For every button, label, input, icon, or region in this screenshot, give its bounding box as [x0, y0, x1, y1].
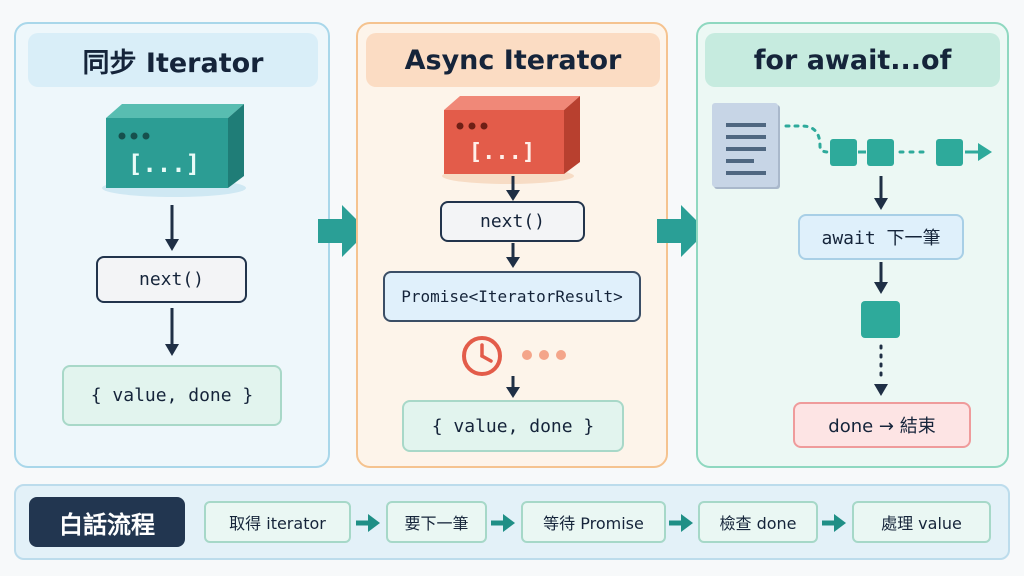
- flow-step-check-done: 檢查 done: [698, 501, 818, 543]
- sync-next-box: next(): [96, 256, 247, 303]
- sync-result-box: { value, done }: [62, 365, 282, 426]
- async-block-label: [...]: [468, 140, 536, 165]
- sync-block-label: [...]: [127, 150, 201, 178]
- forawait-arrow-1: [874, 176, 888, 210]
- sync-arrow-2: [165, 308, 179, 356]
- flow-bar-label: 白話流程: [29, 497, 185, 547]
- async-panel-title: Async Iterator: [366, 33, 660, 87]
- forawait-arrow-2: [874, 262, 888, 294]
- flow-step-get-iterator: 取得 iterator: [204, 501, 351, 543]
- document-icon: [712, 103, 780, 189]
- flow-arrow-2: [491, 514, 515, 532]
- flow-step-await-promise: 等待 Promise: [521, 501, 666, 543]
- flow-arrow-1: [356, 514, 380, 532]
- async-arrow-2: [506, 243, 520, 268]
- stream-items-icon: [784, 124, 992, 166]
- current-item-square-icon: [861, 301, 900, 338]
- async-result-box: { value, done }: [402, 400, 624, 452]
- flow-arrow-3: [669, 514, 693, 532]
- panel-arrow-1: [318, 205, 368, 257]
- sync-arrow-1: [165, 205, 179, 251]
- await-next-box: await 下一筆: [798, 214, 964, 260]
- panel-arrow-2: [657, 205, 707, 257]
- async-promise-box: Promise<IteratorResult>: [383, 271, 641, 322]
- flow-step-handle-value: 處理 value: [852, 501, 991, 543]
- flow-arrow-4: [822, 514, 846, 532]
- async-array-block-icon: [442, 96, 580, 184]
- flow-step-request-next: 要下一筆: [386, 501, 487, 543]
- done-end-box: done → 結束: [793, 402, 971, 448]
- async-next-box: next(): [440, 201, 585, 242]
- sync-array-block-icon: [102, 104, 246, 197]
- async-arrow-3: [506, 376, 520, 398]
- waiting-dots-icon: [522, 350, 566, 360]
- sync-panel-title: 同步 Iterator: [28, 33, 318, 87]
- async-arrow-1: [506, 176, 520, 201]
- forawait-dotted-arrow: [874, 344, 888, 396]
- forawait-panel-title: for await...of: [705, 33, 1000, 87]
- clock-icon: [462, 336, 502, 376]
